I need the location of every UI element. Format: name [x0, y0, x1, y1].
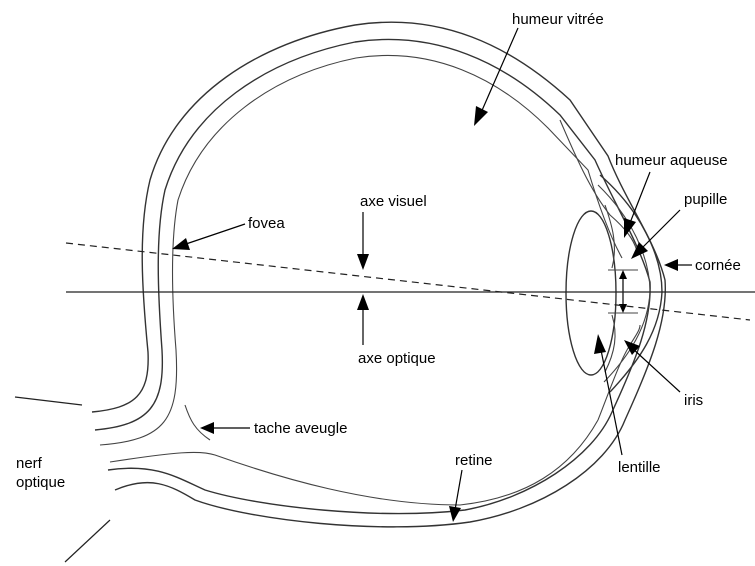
arrow-humeur-vitree: [480, 28, 518, 115]
label-humeur-aqueuse: humeur aqueuse: [615, 152, 728, 169]
arrow-retine: [455, 470, 462, 510]
label-humeur-vitree: humeur vitrée: [512, 11, 604, 28]
label-axe-optique: axe optique: [358, 350, 436, 367]
label-tache-aveugle: tache aveugle: [254, 420, 347, 437]
pointer-arrows: [172, 28, 692, 522]
optic-nerve-line-top: [15, 397, 82, 405]
arrow-lentille: [600, 345, 622, 455]
label-nerf-optique-line1: nerf: [16, 455, 43, 472]
arrow-lentille-head: [594, 334, 606, 354]
arrow-cornee-head: [664, 259, 678, 271]
optic-nerve-sheath: [185, 405, 210, 440]
arrow-fovea-head: [172, 238, 190, 250]
label-axe-visuel: axe visuel: [360, 193, 427, 210]
label-fovea: fovea: [248, 215, 285, 232]
cornea: [600, 175, 662, 392]
label-pupille: pupille: [684, 191, 727, 208]
optic-nerve-line-bottom: [65, 520, 110, 562]
label-lentille: lentille: [618, 459, 661, 476]
arrow-axe-optique-head: [357, 294, 369, 310]
arrow-fovea: [183, 224, 245, 245]
arrow-retine-head: [449, 506, 461, 522]
pupil-dimension-arrow-up: [619, 270, 627, 279]
label-cornee: cornée: [695, 257, 741, 274]
label-iris: iris: [684, 392, 703, 409]
lens: [566, 211, 616, 375]
label-retine: retine: [455, 452, 493, 469]
arrow-axe-visuel-head: [357, 254, 369, 270]
label-nerf-optique-line2: optique: [16, 474, 65, 491]
retina: [100, 55, 622, 445]
ciliary-body-lower: [598, 325, 640, 420]
arrow-humeur-vitree-head: [474, 106, 488, 126]
eyeball-walls: [92, 22, 665, 527]
arrow-iris: [632, 348, 680, 392]
retina-lower: [110, 420, 598, 505]
arrow-tache-aveugle-head: [200, 422, 214, 434]
labels: humeur vitrée humeur aqueuse pupille cor…: [16, 11, 741, 491]
sclera-outer: [92, 22, 665, 527]
arrow-humeur-aqueuse-head: [624, 218, 636, 238]
